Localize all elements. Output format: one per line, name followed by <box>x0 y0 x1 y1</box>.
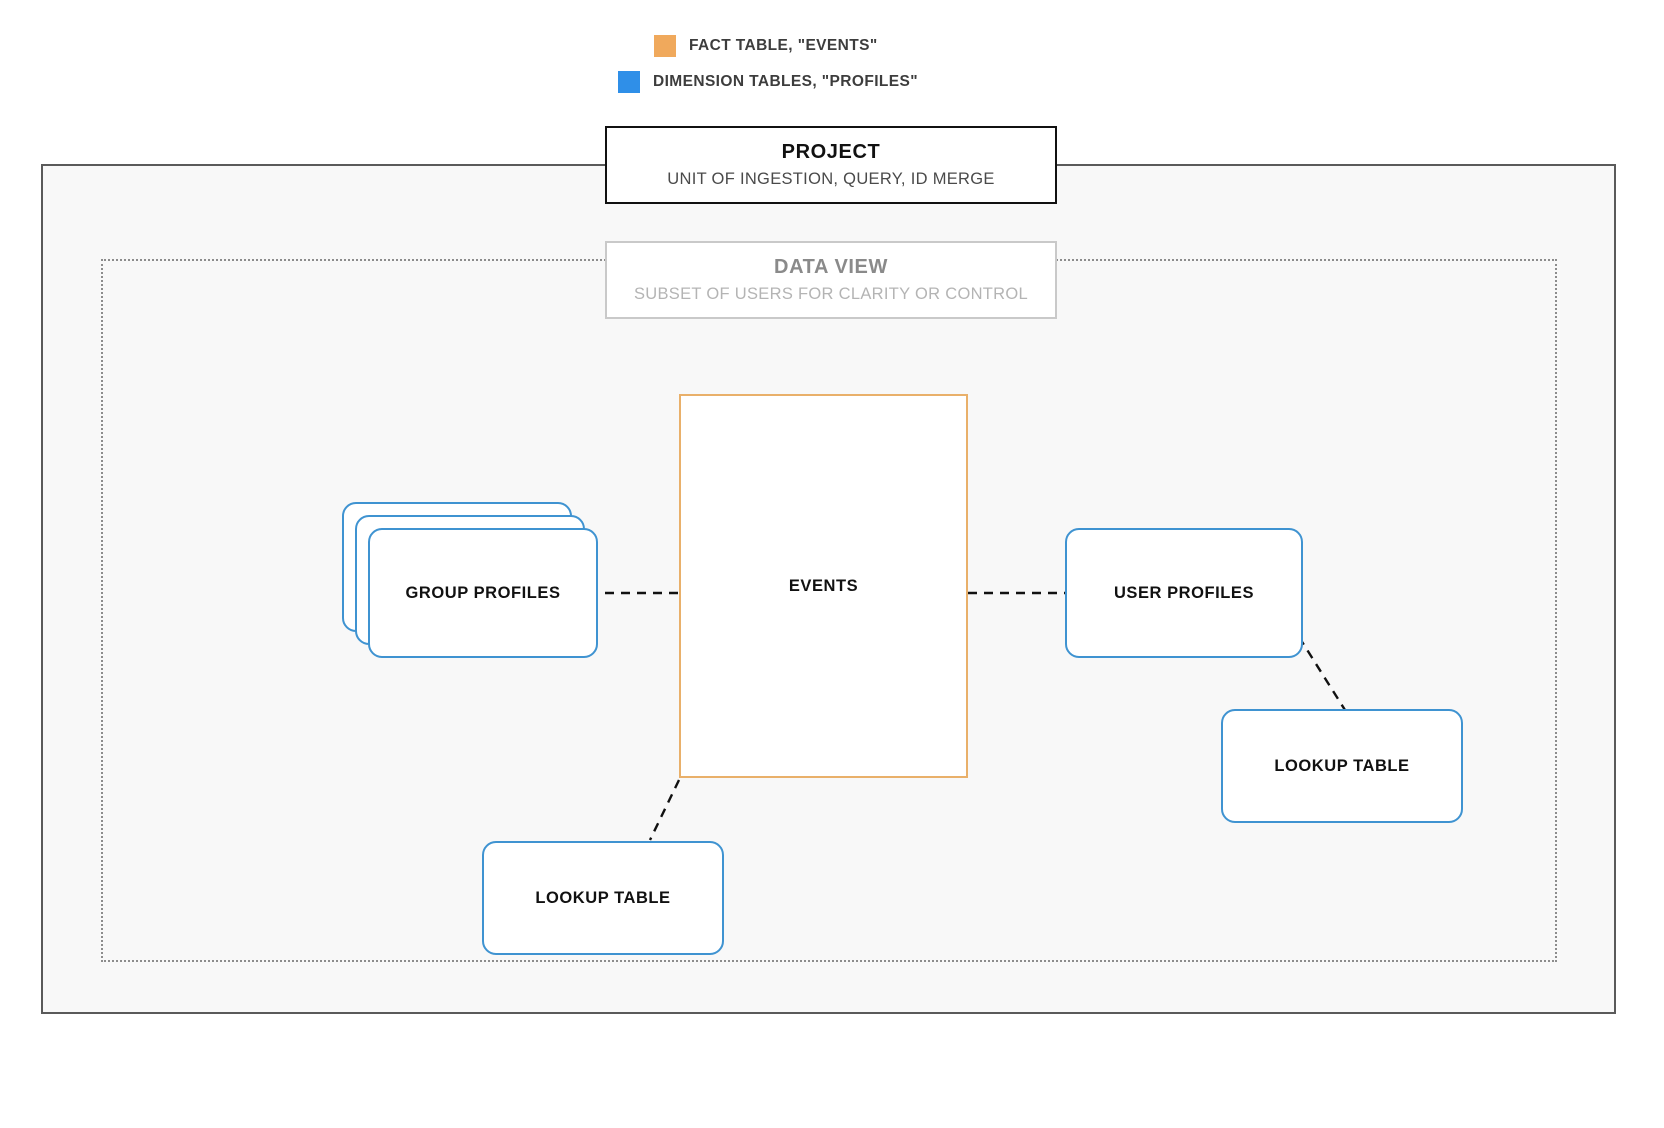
node-lookup-table-right[interactable]: LOOKUP TABLE <box>1221 709 1463 823</box>
node-label-lookup-table-right: LOOKUP TABLE <box>1274 756 1410 775</box>
legend-item-dimension-tables: DIMENSION TABLES, "PROFILES" <box>618 71 918 93</box>
node-user-profiles[interactable]: USER PROFILES <box>1065 528 1303 658</box>
data-view-header-box: DATA VIEW SUBSET OF USERS FOR CLARITY OR… <box>605 241 1057 319</box>
node-lookup-table-left[interactable]: LOOKUP TABLE <box>482 841 724 955</box>
blue-square-swatch-icon <box>618 71 640 93</box>
node-label-group-profiles: GROUP PROFILES <box>405 583 561 602</box>
project-subtitle: UNIT OF INGESTION, QUERY, ID MERGE <box>667 170 995 188</box>
legend-label-dimension-tables: DIMENSION TABLES, "PROFILES" <box>653 73 919 90</box>
node-events[interactable]: EVENTS <box>679 394 968 778</box>
orange-square-swatch-icon <box>654 35 676 57</box>
node-label-events: EVENTS <box>788 576 859 595</box>
data-view-subtitle: SUBSET OF USERS FOR CLARITY OR CONTROL <box>633 285 1029 303</box>
project-header-box: PROJECT UNIT OF INGESTION, QUERY, ID MER… <box>605 126 1057 204</box>
legend-item-fact-table: FACT TABLE, "EVENTS" <box>654 35 878 57</box>
project-title: PROJECT <box>781 141 881 163</box>
legend-label-fact-table: FACT TABLE, "EVENTS" <box>689 37 878 54</box>
node-label-user-profiles: USER PROFILES <box>1113 583 1255 602</box>
node-label-lookup-table-left: LOOKUP TABLE <box>535 888 671 907</box>
data-view-title: DATA VIEW <box>774 256 888 278</box>
node-group-profiles[interactable]: GROUP PROFILES <box>368 528 598 658</box>
